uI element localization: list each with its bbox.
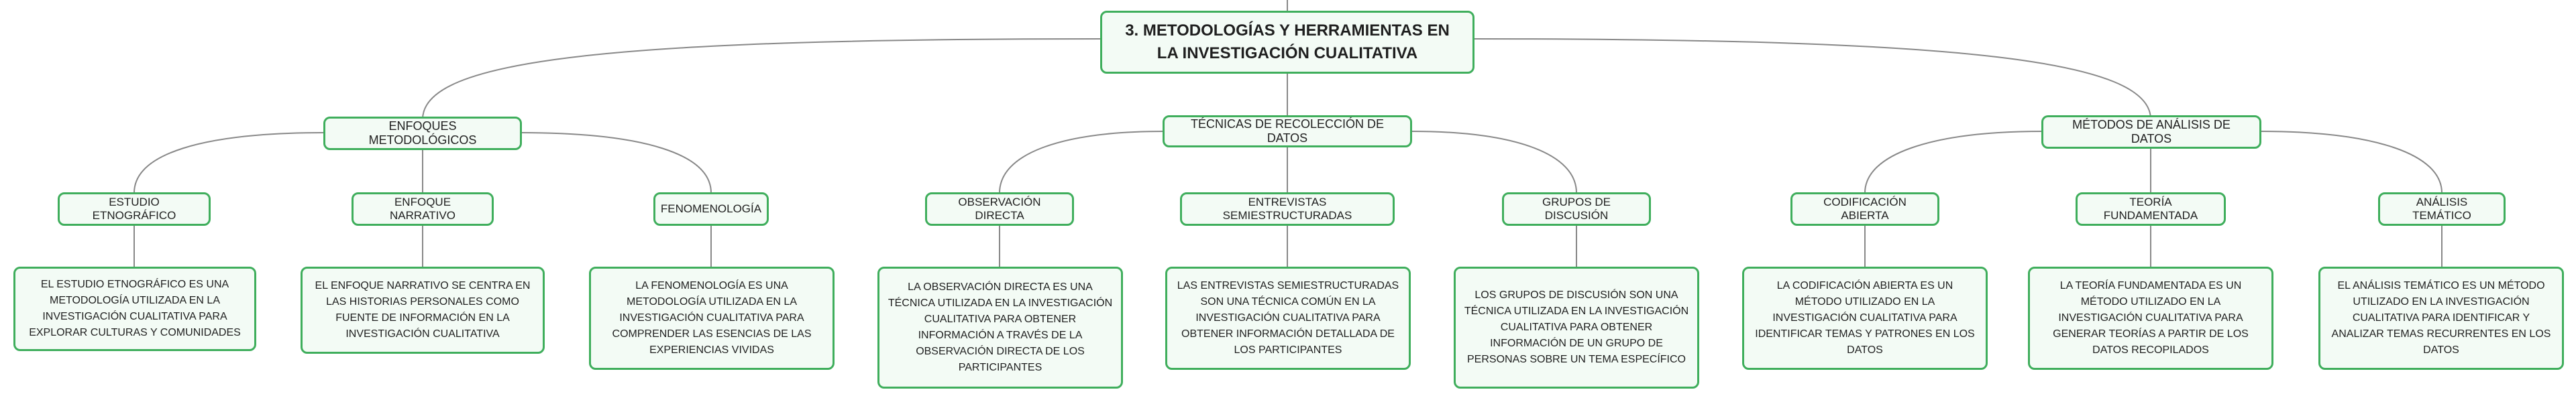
edge-root-branch-3 [1474,38,2151,120]
edge-root-branch-1 [422,38,1101,120]
node-label: ENTREVISTAS SEMIESTRUCTURADAS [1222,196,1352,222]
node-teoria-fundamentada[interactable]: TEORÍA FUNDAMENTADA [2076,192,2226,226]
desc-text: LOS GRUPOS DE DISCUSIÓN SON UNA TÉCNICA … [1464,289,1689,365]
branch-tecnicas-recoleccion[interactable]: TÉCNICAS DE RECOLECCIÓN DE DATOS [1163,115,1412,147]
desc-codificacion-abierta[interactable]: LA CODIFICACIÓN ABIERTA ES UN MÉTODO UTI… [1742,267,1988,370]
desc-grupos-discusion[interactable]: LOS GRUPOS DE DISCUSIÓN SON UNA TÉCNICA … [1454,267,1699,389]
branch-label: TÉCNICAS DE RECOLECCIÓN DE DATOS [1190,117,1385,145]
root-title: 3. METODOLOGÍAS Y HERRAMIENTAS EN LA INV… [1125,21,1450,62]
desc-text: LA FENOMENOLOGÍA ES UNA METODOLOGÍA UTIL… [612,280,812,356]
desc-enfoque-narrativo[interactable]: EL ENFOQUE NARRATIVO SE CENTRA EN LAS HI… [301,267,545,354]
node-label: OBSERVACIÓN DIRECTA [958,196,1041,222]
node-label: ESTUDIO ETNOGRÁFICO [92,196,176,222]
node-observacion-directa[interactable]: OBSERVACIÓN DIRECTA [925,192,1074,226]
edge-b3-c3 [2260,131,2443,194]
node-enfoque-narrativo[interactable]: ENFOQUE NARRATIVO [352,192,494,226]
node-grupos-discusion[interactable]: GRUPOS DE DISCUSIÓN [1502,192,1651,226]
edge-b3-c1 [1864,131,2043,194]
desc-text: LA CODIFICACIÓN ABIERTA ES UN MÉTODO UTI… [1755,280,1975,356]
branch-metodos-analisis[interactable]: MÉTODOS DE ANÁLISIS DE DATOS [2041,115,2261,149]
branch-label: MÉTODOS DE ANÁLISIS DE DATOS [2072,118,2231,145]
node-fenomenologia[interactable]: FENOMENOLOGÍA [653,192,769,226]
node-label: FENOMENOLOGÍA [660,202,762,215]
node-label: TEORÍA FUNDAMENTADA [2103,196,2198,222]
edge-b2-c3 [1411,131,1577,194]
node-label: ANÁLISIS TEMÁTICO [2412,196,2471,222]
edge-b1-c1 [133,132,325,194]
root-node[interactable]: 3. METODOLOGÍAS Y HERRAMIENTAS EN LA INV… [1100,11,1474,74]
node-entrevistas-semiestructuradas[interactable]: ENTREVISTAS SEMIESTRUCTURADAS [1180,192,1395,226]
desc-analisis-tematico[interactable]: EL ANÁLISIS TEMÁTICO ES UN MÉTODO UTILIZ… [2318,267,2564,370]
desc-estudio-etnografico[interactable]: EL ESTUDIO ETNOGRÁFICO ES UNA METODOLOGÍ… [13,267,256,351]
desc-text: LA OBSERVACIÓN DIRECTA ES UNA TÉCNICA UT… [888,281,1113,373]
node-label: GRUPOS DE DISCUSIÓN [1542,196,1611,222]
desc-text: LAS ENTREVISTAS SEMIESTRUCTURADAS SON UN… [1177,280,1399,356]
desc-text: LA TEORÍA FUNDAMENTADA ES UN MÉTODO UTIL… [2053,280,2249,356]
node-label: CODIFICACIÓN ABIERTA [1823,196,1907,222]
branch-enfoques-metodologicos[interactable]: ENFOQUES METODOLÓGICOS [323,117,522,150]
desc-text: EL ANÁLISIS TEMÁTICO ES UN MÉTODO UTILIZ… [2331,280,2551,356]
node-codificacion-abierta[interactable]: CODIFICACIÓN ABIERTA [1790,192,1939,226]
edge-b2-c1 [999,131,1165,194]
desc-teoria-fundamentada[interactable]: LA TEORÍA FUNDAMENTADA ES UN MÉTODO UTIL… [2028,267,2273,370]
node-label: ENFOQUE NARRATIVO [390,196,455,222]
node-analisis-tematico[interactable]: ANÁLISIS TEMÁTICO [2378,192,2506,226]
desc-text: EL ENFOQUE NARRATIVO SE CENTRA EN LAS HI… [315,280,531,340]
desc-observacion-directa[interactable]: LA OBSERVACIÓN DIRECTA ES UNA TÉCNICA UT… [877,267,1123,389]
node-estudio-etnografico[interactable]: ESTUDIO ETNOGRÁFICO [58,192,211,226]
edge-b1-c3 [520,132,712,194]
desc-text: EL ESTUDIO ETNOGRÁFICO ES UNA METODOLOGÍ… [29,279,241,338]
desc-fenomenologia[interactable]: LA FENOMENOLOGÍA ES UNA METODOLOGÍA UTIL… [589,267,835,370]
desc-entrevistas-semiestructuradas[interactable]: LAS ENTREVISTAS SEMIESTRUCTURADAS SON UN… [1165,267,1411,370]
branch-label: ENFOQUES METODOLÓGICOS [368,119,477,147]
